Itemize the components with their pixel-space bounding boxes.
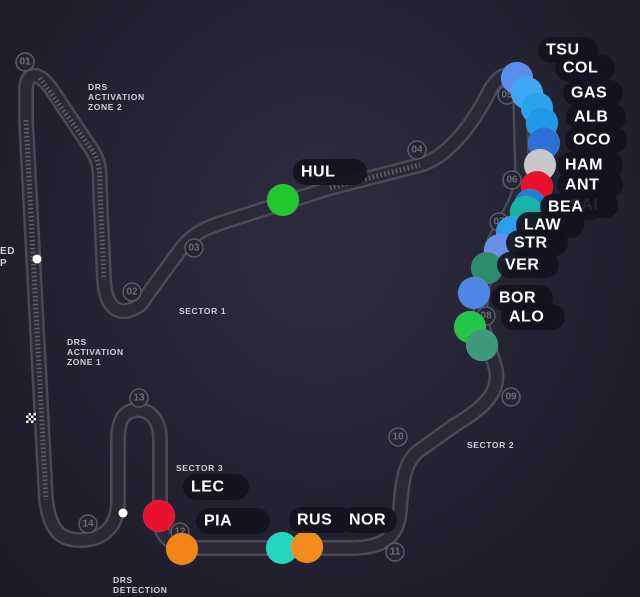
driver-code: GAS: [571, 85, 607, 102]
drs-zone-2-marking: [37, 76, 107, 281]
turn-13: 13: [129, 388, 149, 408]
driver-tag-nor[interactable]: NOR: [341, 507, 397, 533]
driver-code: LAW: [524, 217, 561, 234]
zone-labels: DRS ACTIVATION ZONE 2 DRS ACTIVATION ZON…: [0, 82, 514, 595]
driver-tag-ham[interactable]: HAM: [557, 152, 623, 178]
driver-code: ALO: [509, 309, 544, 326]
turn-10: 10: [388, 427, 408, 447]
svg-text:06: 06: [506, 175, 518, 186]
driver-code: HAM: [565, 157, 603, 174]
svg-text:05: 05: [501, 90, 513, 101]
driver-code: PIA: [204, 513, 232, 530]
driver-tag-background: [196, 508, 270, 534]
drs-activation-zone-1-label: DRS ACTIVATION ZONE 1: [67, 337, 127, 367]
circuit-track: [18, 67, 530, 556]
car-marker-nor[interactable]: [290, 530, 324, 564]
start-marker-dot: [32, 254, 42, 264]
driver-tag-background: [555, 55, 615, 81]
driver-code: BOR: [499, 290, 536, 307]
svg-text:08: 08: [480, 311, 492, 322]
driver-tag-alo[interactable]: ALO: [501, 304, 565, 330]
turn-14: 14: [78, 514, 98, 534]
driver-tag-background: [183, 474, 249, 500]
driver-tag-background: [501, 304, 565, 330]
sector-3-label: SECTOR 3: [176, 463, 223, 473]
driver-tag-background: [563, 80, 623, 106]
driver-code: HUL: [301, 164, 335, 181]
driver-tag-oco[interactable]: OCO: [565, 127, 627, 153]
driver-tags: TSUCOLGASALBOCOHAMANTSAIBEALAWSTRVERBORA…: [183, 37, 627, 534]
svg-text:04: 04: [411, 145, 423, 156]
driver-code: COL: [563, 60, 598, 77]
driver-tag-background: [497, 252, 559, 278]
driver-tag-background: [289, 507, 353, 533]
car-marker-bor[interactable]: [457, 276, 491, 310]
driver-tag-col[interactable]: COL: [555, 55, 615, 81]
turn-09: 09: [501, 387, 521, 407]
driver-tag-str[interactable]: STR: [506, 230, 568, 256]
driver-tag-background: [566, 104, 626, 130]
driver-tag-ant[interactable]: ANT: [557, 172, 623, 198]
driver-tag-background: [557, 152, 623, 178]
driver-code: BEA: [548, 199, 583, 216]
driver-code: STR: [514, 235, 548, 252]
driver-tag-background: [341, 507, 397, 533]
driver-tag-rus[interactable]: RUS: [289, 507, 353, 533]
driver-tag-hul[interactable]: HUL: [293, 159, 367, 185]
sector-1-label: SECTOR 1: [179, 306, 226, 316]
driver-tag-background: [293, 159, 367, 185]
car-marker-lec[interactable]: [142, 499, 176, 533]
sector-2-label: SECTOR 2: [467, 440, 514, 450]
svg-text:12: 12: [174, 527, 186, 538]
turn-markers: 01 02 03 04 05 06 07 08 09 10 11 12 13 1…: [15, 52, 522, 562]
car-marker[interactable]: [465, 328, 499, 362]
svg-text:09: 09: [505, 392, 517, 403]
turn-04: 04: [407, 140, 427, 160]
driver-code: ANT: [565, 177, 599, 194]
svg-text:02: 02: [126, 287, 138, 298]
driver-tag-lec[interactable]: LEC: [183, 474, 249, 500]
driver-code: VER: [505, 257, 539, 274]
sector-marker-dot: [118, 508, 128, 518]
car-marker-hul[interactable]: [266, 183, 300, 217]
driver-tag-pia[interactable]: PIA: [196, 508, 270, 534]
driver-tag-alb[interactable]: ALB: [566, 104, 626, 130]
driver-tag-background: [557, 172, 623, 198]
svg-text:01: 01: [19, 57, 31, 68]
drs-zone-3-marking: [329, 162, 421, 191]
drs-zone-1-marking: [23, 119, 49, 501]
svg-text:13: 13: [133, 393, 145, 404]
driver-code: OCO: [573, 132, 611, 149]
svg-text:07: 07: [493, 217, 505, 228]
driver-code: TSU: [546, 42, 580, 59]
turn-06: 06: [502, 170, 522, 190]
driver-tag-gas[interactable]: GAS: [563, 80, 623, 106]
svg-text:11: 11: [390, 547, 401, 558]
car-marker-pia[interactable]: [165, 532, 199, 566]
driver-tag-background: [565, 127, 627, 153]
driver-code: NOR: [349, 512, 386, 529]
edge-cut-label: ED P: [0, 246, 18, 269]
turn-02: 02: [122, 282, 142, 302]
svg-text:03: 03: [188, 243, 200, 254]
driver-code: RUS: [297, 512, 332, 529]
checkered-flag-icon: [26, 413, 36, 423]
drs-activation-zone-2-label: DRS ACTIVATION ZONE 2: [88, 82, 148, 112]
driver-code: LEC: [191, 479, 225, 496]
turn-11: 11: [385, 542, 405, 562]
svg-text:10: 10: [392, 432, 404, 443]
svg-text:14: 14: [82, 519, 94, 530]
driver-tag-ver[interactable]: VER: [497, 252, 559, 278]
drs-detection-label: DRS DETECTION: [113, 575, 168, 595]
driver-tag-background: [506, 230, 568, 256]
driver-code: ALB: [574, 109, 608, 126]
turn-01: 01: [15, 52, 35, 72]
turn-03: 03: [184, 238, 204, 258]
